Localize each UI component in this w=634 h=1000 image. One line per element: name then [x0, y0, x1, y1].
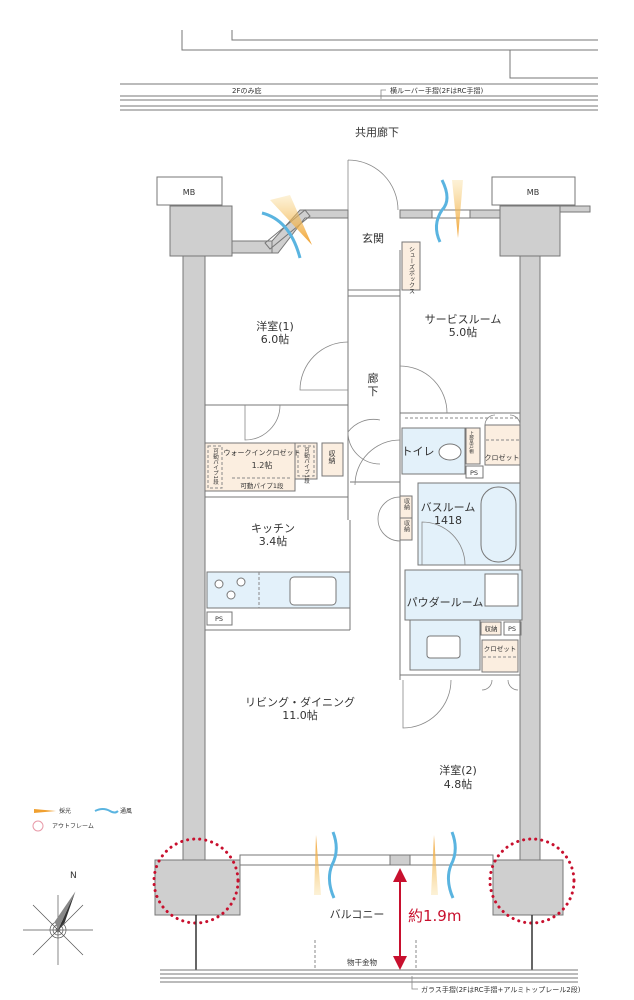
ventilation-icon	[261, 211, 302, 259]
ventilation-icon	[446, 831, 457, 899]
toilet-label: トイレ	[402, 445, 435, 458]
bath-name: バスルーム	[421, 501, 476, 514]
western1-size: 6.0帖	[261, 333, 290, 346]
common-corridor-label: 共用廊下	[355, 125, 399, 139]
storage-powder	[480, 621, 502, 636]
eaves-label: 2Fのみ庇	[232, 86, 261, 95]
daylight-icon	[431, 835, 438, 895]
balcony-depth: 約1.9m	[408, 907, 461, 925]
hallway-label-2: 下	[368, 385, 379, 398]
shoe-box	[401, 241, 421, 291]
bathtub-icon	[480, 486, 517, 563]
mb-box-left	[156, 176, 223, 206]
balcony-railing	[160, 969, 578, 990]
shoe-box-label: シューズボックス	[408, 246, 415, 294]
entrance-door[interactable]	[347, 159, 399, 211]
western1-name: 洋室(1)	[256, 319, 294, 333]
washbasin-icon	[426, 635, 461, 659]
service-room-name: サービスルーム	[425, 313, 502, 326]
drying-hardware-label: 物干金物	[347, 957, 377, 967]
upper-floor-outline	[120, 30, 598, 111]
ventilation-icon	[435, 179, 449, 243]
entrance-label: 玄関	[362, 231, 384, 245]
bath-size: 1418	[434, 514, 462, 527]
western2-size: 4.8帖	[444, 778, 473, 791]
ventilation-legend-icon	[94, 808, 119, 814]
storage-label: 収納	[403, 498, 410, 511]
storage-hall	[321, 442, 344, 477]
western2-name: 洋室(2)	[439, 763, 477, 777]
wic-pipe-bottom: 可動パイプ1段	[240, 481, 284, 490]
closet-label: クロゼット	[485, 453, 520, 462]
hallway-label: 廊	[368, 371, 379, 385]
daylight-icon	[452, 180, 463, 238]
wic-size: 1.2帖	[252, 460, 273, 470]
sink-icon	[289, 576, 337, 606]
legend-outframe: アウトフレーム	[52, 822, 94, 830]
daylight-legend-icon	[34, 809, 56, 813]
legend-ventilation: 通風	[120, 807, 132, 815]
ldk-size: 11.0帖	[282, 709, 318, 722]
mb-label-right: MB	[527, 188, 539, 197]
room-doors[interactable]	[244, 341, 521, 729]
ldk-name: リビング・ダイニング	[245, 695, 355, 709]
balcony-depth-arrow	[393, 868, 407, 970]
service-room-size: 5.0帖	[449, 326, 478, 339]
mb-box-right	[491, 176, 576, 206]
closet-powder	[481, 639, 519, 673]
storage-bath-2	[399, 517, 413, 541]
ps-label: PS	[215, 615, 223, 623]
wic-pipe-left: 可動パイプ1段	[212, 448, 219, 486]
ventilation-icon	[327, 831, 338, 899]
upper-cabinet-label: 上部吊戸棚	[469, 430, 474, 455]
ps-label: PS	[508, 625, 516, 633]
window-service	[431, 209, 471, 219]
ps-label: PS	[470, 469, 478, 477]
railing-label: ガラス手摺(2FはRC手摺+アルミトップレール2段)	[421, 985, 581, 994]
wic-name: ウォークインクロゼット	[224, 448, 301, 457]
toilet-bowl-icon	[438, 443, 462, 461]
compass-north-label: N	[70, 871, 77, 881]
closet-label: クロゼット	[484, 644, 517, 653]
wic-pipe-right: 可動パイプ1段	[303, 447, 310, 485]
compass-icon	[23, 891, 93, 965]
daylight-icon	[270, 195, 312, 245]
walls	[154, 205, 591, 916]
storage-label: 収納	[485, 624, 498, 633]
washer-icon	[484, 573, 519, 607]
kitchen-size: 3.4帖	[259, 535, 288, 548]
mb-label-left: MB	[183, 188, 195, 197]
legend-daylight: 採光	[59, 807, 71, 815]
powder-room-label: パウダールーム	[407, 595, 484, 609]
louver-railing-label: 横ルーバー手摺(2FはRC手摺)	[390, 86, 484, 95]
storage-label: 収納	[328, 450, 336, 465]
closet-toilet	[484, 424, 521, 466]
balcony-label: バルコニー	[330, 908, 385, 921]
daylight-icon	[314, 835, 321, 895]
kitchen-name: キッチン	[251, 522, 295, 535]
outframe-legend-icon	[32, 820, 44, 832]
stove-icon	[214, 577, 246, 600]
legend: 採光 通風 アウトフレーム	[32, 807, 132, 832]
storage-label: 収納	[403, 520, 410, 533]
